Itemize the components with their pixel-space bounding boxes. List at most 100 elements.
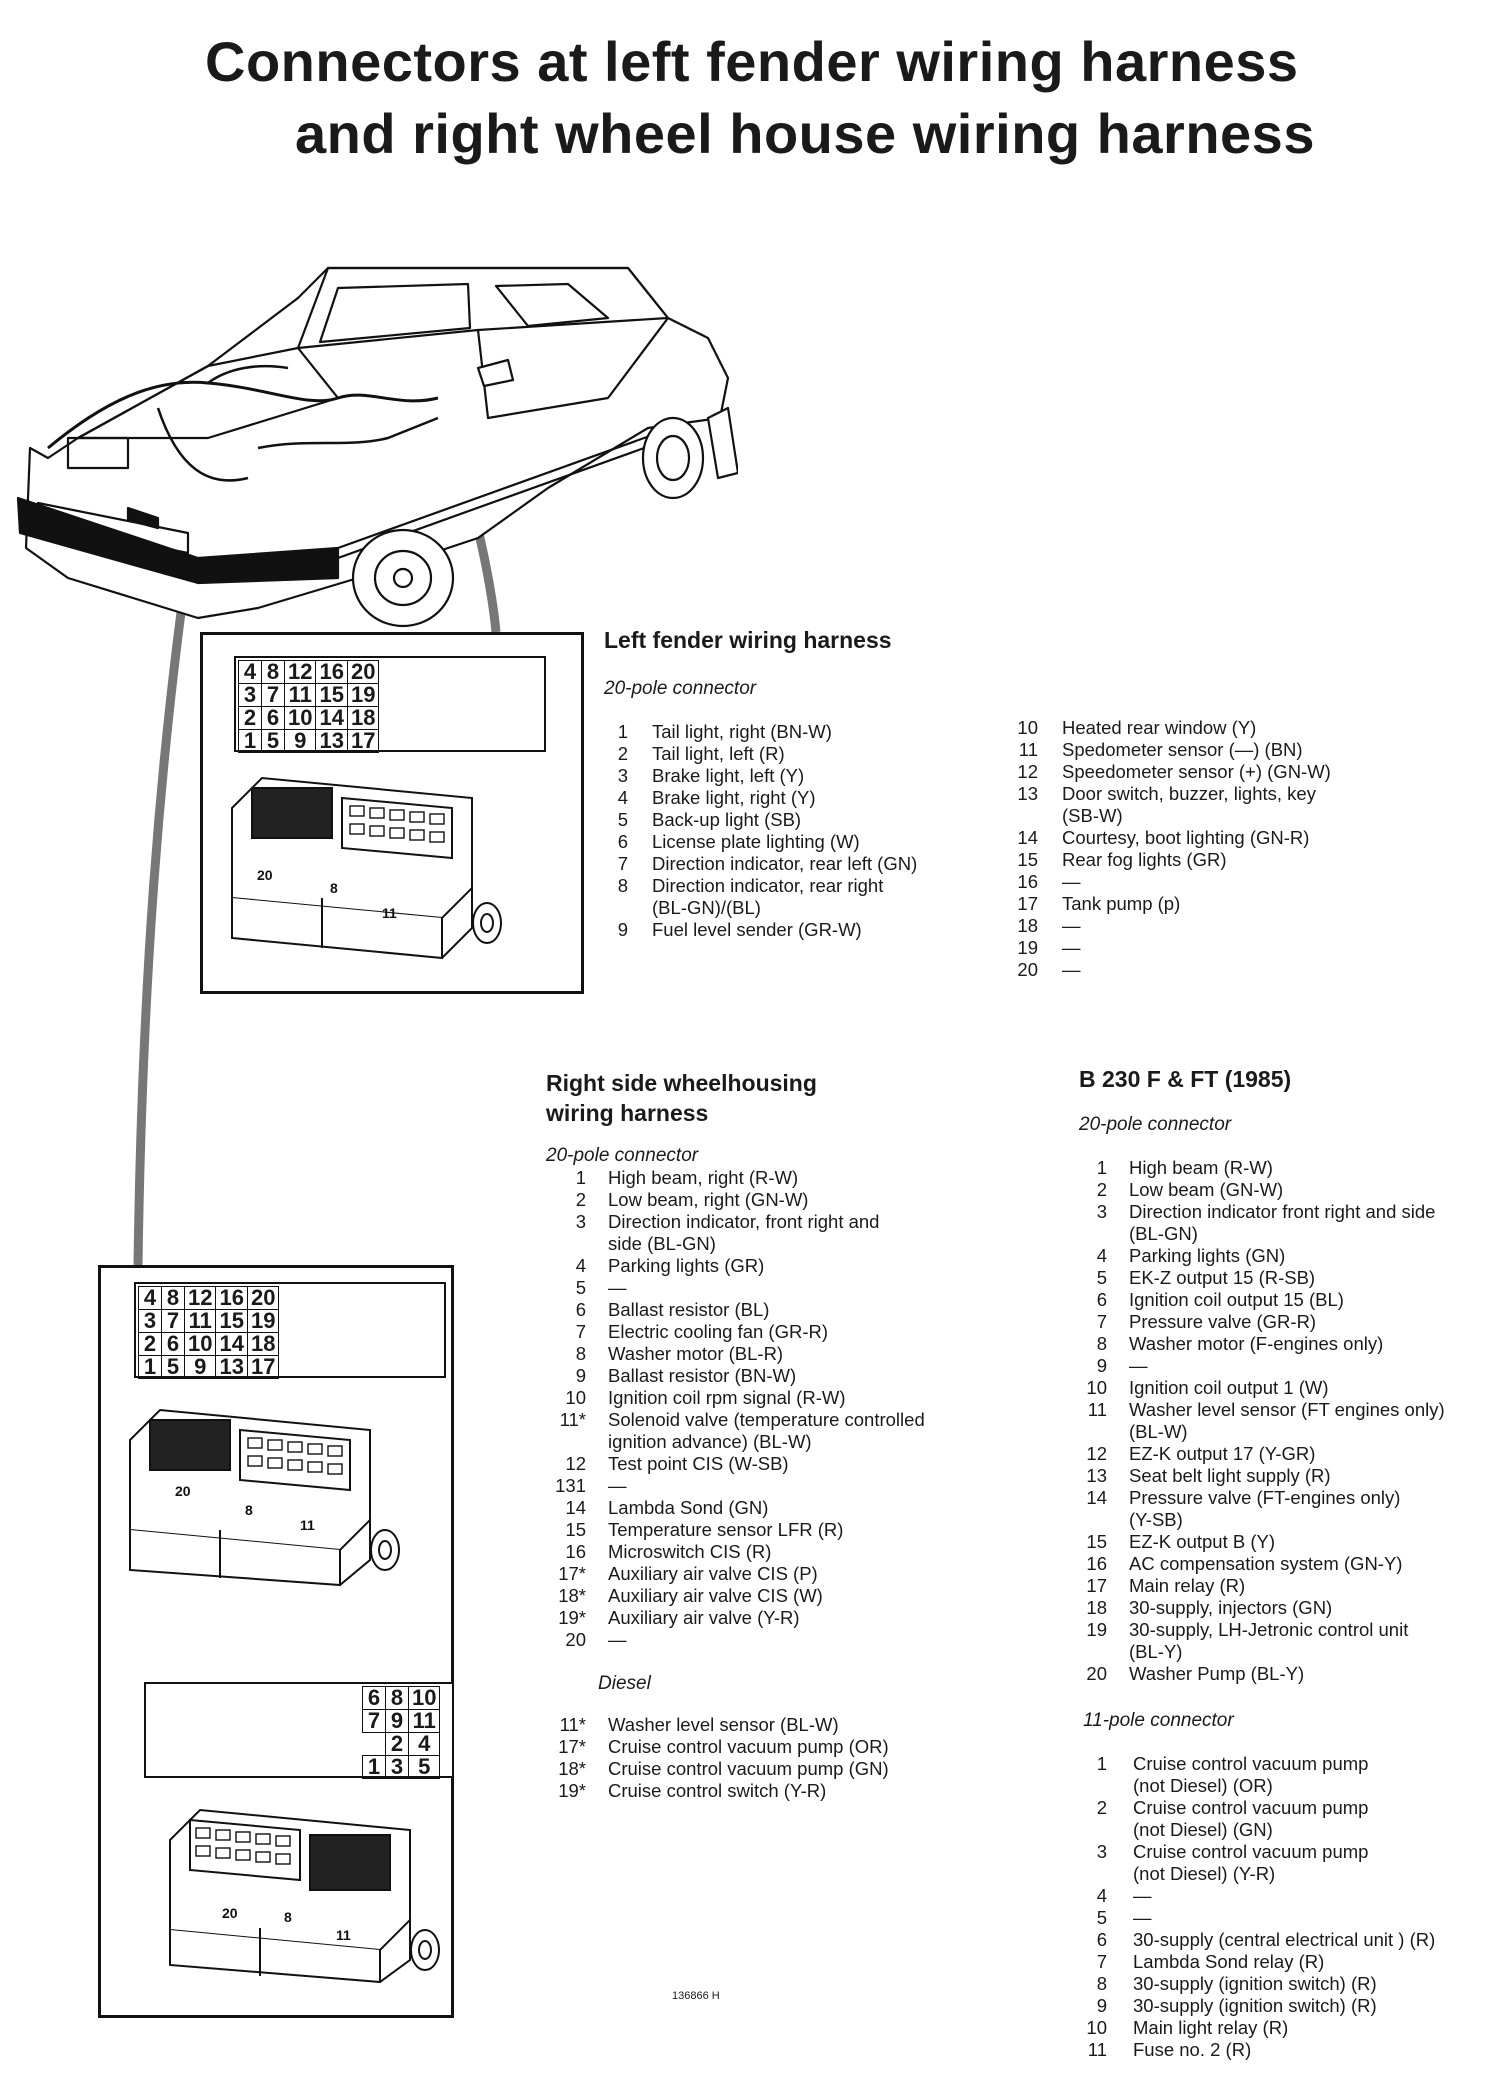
pin-cell: 18: [346, 706, 380, 730]
pin-cell: 16: [215, 1286, 248, 1310]
list-item-number: 12: [1017, 761, 1038, 782]
pin-cell: 17: [246, 1355, 280, 1379]
list-item-label: Washer motor (F-engines only): [1129, 1333, 1384, 1354]
list-item-label: Washer level sensor (FT engines only) (B…: [1129, 1399, 1445, 1442]
list-item-label: EK-Z output 15 (R-SB): [1129, 1267, 1316, 1288]
list-item-number: 4: [1096, 1245, 1107, 1266]
list-item-label: High beam, right (R-W): [608, 1167, 799, 1188]
list-item-label: Lambda Sond relay (R): [1133, 1951, 1325, 1972]
list-item: 131—: [546, 1475, 1006, 1497]
list-item-number: 13: [1086, 1465, 1107, 1486]
list-item-label: Heated rear window (Y): [1062, 717, 1257, 738]
pin-cell: 14: [315, 706, 348, 730]
connector-b-label-8: 8: [245, 1502, 253, 1518]
list-item-label: Ignition coil output 1 (W): [1129, 1377, 1329, 1398]
right-wheelhousing-heading-line-2: wiring harness: [546, 1100, 709, 1126]
list-item: 17*Cruise control vacuum pump (OR): [546, 1736, 1006, 1758]
pin-cell: 11: [283, 683, 317, 707]
list-item-label: —: [1133, 1885, 1152, 1906]
list-item-number: 9: [617, 919, 628, 940]
leader-line-to-right-wheelhousing: [133, 559, 193, 1266]
eleven-pole-pin-grid: 6 8 10 7 9 11 2 4 1 3 5: [362, 1686, 441, 1779]
list-item-number: 4: [1096, 1885, 1107, 1906]
pin-cell: 5: [161, 1355, 185, 1379]
list-item-label: —: [1062, 959, 1081, 980]
list-item-label: 30-supply (ignition switch) (R): [1133, 1995, 1377, 2016]
list-item-number: 10: [1086, 2017, 1107, 2038]
connector-a-label-8: 8: [330, 880, 338, 896]
list-item-label: Tail light, right (BN-W): [652, 721, 832, 742]
right-wheelhousing-heading-line-1: Right side wheelhousing: [546, 1070, 817, 1096]
list-item-label: Parking lights (GR): [608, 1255, 765, 1276]
pin-cell: 1: [362, 1755, 386, 1779]
eleven-pole-connector-label: 11-pole connector: [1083, 1710, 1234, 1731]
pin-cell: 16: [315, 660, 348, 684]
right-wheelhousing-connector-drawing: 20 8 11: [129, 1408, 400, 1587]
list-item-number: 10: [565, 1387, 586, 1408]
list-item-number: 9: [575, 1365, 586, 1386]
pin-cell: 12: [283, 660, 317, 684]
list-item-label: —: [1062, 937, 1081, 958]
list-item-number: 10: [1017, 717, 1038, 738]
pin-cell: 10: [407, 1686, 441, 1710]
list-item-label: Speedometer sensor (+) (GN-W): [1062, 761, 1331, 782]
list-item-number: 3: [617, 765, 628, 786]
list-item-number: 17: [1017, 893, 1038, 914]
list-item-number: 15: [1086, 1531, 1107, 1552]
list-item-label: 30-supply (central electrical unit ) (R): [1133, 1929, 1436, 1950]
list-item-label: Rear fog lights (GR): [1062, 849, 1227, 870]
pin-cell: 7: [261, 683, 285, 707]
pin-cell: 3: [138, 1309, 162, 1333]
list-item-label: Cruise control vacuum pump (OR): [608, 1736, 889, 1757]
figure-code: 136866 H: [672, 1990, 720, 2002]
list-item-label: Lambda Sond (GN): [608, 1497, 769, 1518]
list-item-number: 18*: [558, 1585, 586, 1606]
list-item: 11 Washer level sensor (FT engines only) …: [1079, 1399, 1499, 1443]
list-item-label: 30-supply, injectors (GN): [1129, 1597, 1333, 1618]
left-fender-pin-grid: 4 8 12 16 20 3 7 11 15 19 2 6 10 14 18 1…: [238, 660, 380, 753]
pin-cell: 1: [238, 729, 262, 753]
connector-a-label-11: 11: [382, 905, 397, 921]
b230-connector-label: 20-pole connector: [1079, 1114, 1232, 1135]
list-item-label: Tail light, left (R): [652, 743, 785, 764]
pin-cell: 4: [407, 1732, 441, 1756]
list-item-label: Temperature sensor LFR (R): [608, 1519, 844, 1540]
list-item: 19—: [1008, 937, 1368, 959]
list-item-label: Fuel level sender (GR-W): [652, 919, 862, 940]
list-item-label: Solenoid valve (temperature controlled i…: [608, 1409, 925, 1452]
list-item-number: 3: [575, 1211, 586, 1232]
list-item-label: —: [1062, 871, 1081, 892]
list-item: 9—: [1079, 1355, 1499, 1377]
pin-cell: 3: [385, 1755, 409, 1779]
diesel-list: 11*Washer level sensor (BL-W)17*Cruise c…: [546, 1714, 1006, 1802]
pin-cell: 18: [246, 1332, 280, 1356]
list-item-label: —: [608, 1629, 627, 1650]
pin-cell: 4: [238, 660, 262, 684]
list-item-label: 30-supply (ignition switch) (R): [1133, 1973, 1377, 1994]
pin-cell: 9: [183, 1355, 217, 1379]
list-item-number: 15: [1017, 849, 1038, 870]
connector-b-label-20: 20: [175, 1483, 191, 1499]
list-item-label: Washer motor (BL-R): [608, 1343, 784, 1364]
list-item-number: 11: [1087, 1399, 1107, 1420]
connector-c-label-8: 8: [284, 1909, 292, 1925]
list-item-number: 12: [565, 1453, 586, 1474]
